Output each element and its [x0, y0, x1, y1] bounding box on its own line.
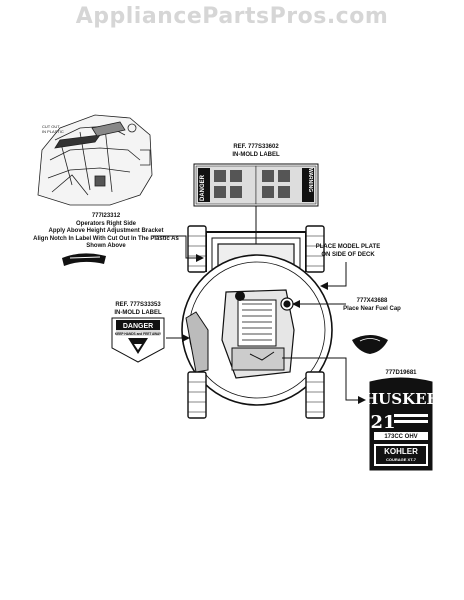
pointer-arrow-right: [358, 396, 366, 404]
model-plate-label: PLACE MODEL PLATE ON SIDE OF DECK: [306, 244, 390, 259]
left-line-3: Align Notch In Label With Cut Out In The…: [33, 235, 179, 242]
warning-decal: [193, 163, 319, 207]
fuel-cap-decal: [352, 335, 388, 354]
left-bracket-label: 777I23312 Operators Right Side Apply Abo…: [28, 213, 184, 251]
pointer-line-left: [152, 235, 200, 259]
left-line-2: Apply Above Height Adjustment Bracket: [48, 228, 164, 234]
ref-top-part-number: REF. 777S33602: [233, 144, 279, 150]
decal-stripe-1: [394, 414, 428, 417]
left-line-4: Shown Above: [86, 243, 126, 249]
pointer-arrow-left: [196, 254, 204, 262]
warning-vertical-text: WARNING: [307, 168, 313, 192]
pointer-arrow-model-plate: [320, 282, 328, 290]
watermark: AppliancePartsPros.com: [75, 4, 389, 29]
danger-decal-subtext: KEEP HANDS and FEET AWAY: [115, 332, 162, 336]
fuel-part-number: 777X43688: [356, 298, 388, 304]
height-adjustment-bracket-illustration: CUT OUT IN PLASTIC: [37, 114, 153, 206]
engine-shroud-line: [249, 351, 275, 361]
engine-dark-cover: [235, 291, 245, 301]
pointer-line-model-plate: [324, 262, 347, 287]
ref-mid-label: REF. 777S33353 IN-MOLD LABEL: [96, 302, 180, 317]
svg-text:CUT OUT: CUT OUT: [42, 124, 60, 129]
danger-decal: [111, 317, 165, 363]
ref-top-label: REF. 777S33602 IN-MOLD LABEL: [214, 144, 298, 159]
courage-model-text: COURAGE XT-7: [386, 457, 417, 462]
ref-top-description: IN-MOLD LABEL: [232, 151, 280, 158]
ref-mid-description: IN-MOLD LABEL: [114, 309, 162, 316]
fuel-cap-label: 777X43688 Place Near Fuel Cap: [334, 298, 410, 313]
svg-text:IN PLASTIC: IN PLASTIC: [42, 129, 64, 134]
huskee-brand-text: HUSKEE: [364, 390, 438, 408]
pointer-arrow-fuel: [292, 300, 300, 308]
model-plate-line-2: ON SIDE OF DECK: [321, 251, 375, 258]
fuel-description: Place Near Fuel Cap: [343, 305, 401, 312]
mower-top-view: [181, 225, 333, 419]
left-part-number: 777I23312: [91, 213, 121, 219]
danger-vertical-text: DANGER: [200, 174, 206, 201]
left-line-1: Operators Right Side: [75, 220, 136, 227]
right-decal-label: 777D19681: [366, 370, 436, 378]
deck-size-text: 21: [370, 412, 395, 433]
left-strip-decal: [62, 253, 106, 266]
engine-size-text: 173CC OHV: [384, 434, 417, 440]
decal-stripe-2: [394, 420, 428, 423]
right-part-number: 777D19681: [385, 370, 417, 376]
kohler-text: KOHLER: [384, 447, 418, 456]
ref-mid-part-number: REF. 777S33353: [115, 302, 161, 308]
huskee-model-decal: [369, 377, 433, 471]
pointer-line-right: [282, 357, 362, 401]
pointer-arrow-mid: [182, 334, 190, 342]
danger-decal-title: DANGER: [123, 323, 153, 330]
model-plate-line-1: PLACE MODEL PLATE: [315, 244, 381, 250]
